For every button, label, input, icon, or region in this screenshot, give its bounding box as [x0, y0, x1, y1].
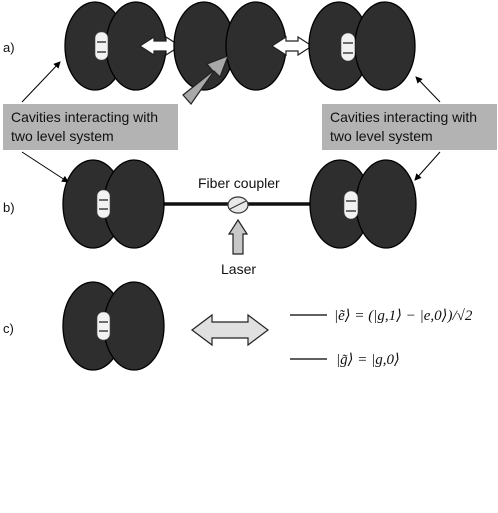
two-level-atom: [94, 31, 109, 61]
pointer-arrow: [414, 151, 441, 181]
two-level-atom: [96, 189, 111, 219]
two-level-atom: [96, 311, 111, 341]
mirror: [103, 281, 165, 371]
two-level-atom: [340, 32, 356, 62]
mirror: [354, 1, 416, 91]
two-level-atom: [343, 190, 359, 220]
equivalence-double-arrow: [191, 313, 269, 347]
beam-splitter-line: [229, 200, 247, 210]
callout-box-right: [322, 104, 497, 150]
callout-left-line1: Cavities interacting with: [11, 109, 158, 125]
mirror: [355, 159, 417, 249]
fiber-coupler-label: Fiber coupler: [198, 175, 280, 191]
panel-c-label: c): [3, 321, 14, 336]
mirror: [103, 159, 165, 249]
pointer-arrow: [21, 151, 69, 183]
callout-left-line2: two level system: [11, 128, 114, 144]
pointer-arrow: [415, 76, 441, 103]
cavity-pair-b-left: [62, 159, 165, 249]
laser-label: Laser: [221, 261, 256, 277]
cavity-pair-a-middle: [173, 1, 287, 91]
cavity-pair-b-right: [309, 159, 417, 249]
excited-state-label: |ẽ⟩ = (|g,1⟩ − |e,0⟩)/√2: [334, 308, 473, 324]
pointer-arrow: [21, 61, 61, 103]
cavity-pair-c: [62, 281, 165, 371]
pump-arrow: [182, 54, 230, 105]
laser-arrow: [227, 218, 249, 255]
ground-state-label: |g̃⟩ = |g,0⟩: [336, 352, 400, 368]
panel-b-label: b): [3, 200, 15, 215]
callout-box-left: [3, 104, 178, 150]
mirror: [173, 1, 235, 91]
callout-right-line2: two level system: [330, 128, 433, 144]
callout-right-line1: Cavities interacting with: [330, 109, 477, 125]
cavity-pair-a-right: [308, 1, 416, 91]
panel-a-label: a): [3, 40, 15, 55]
